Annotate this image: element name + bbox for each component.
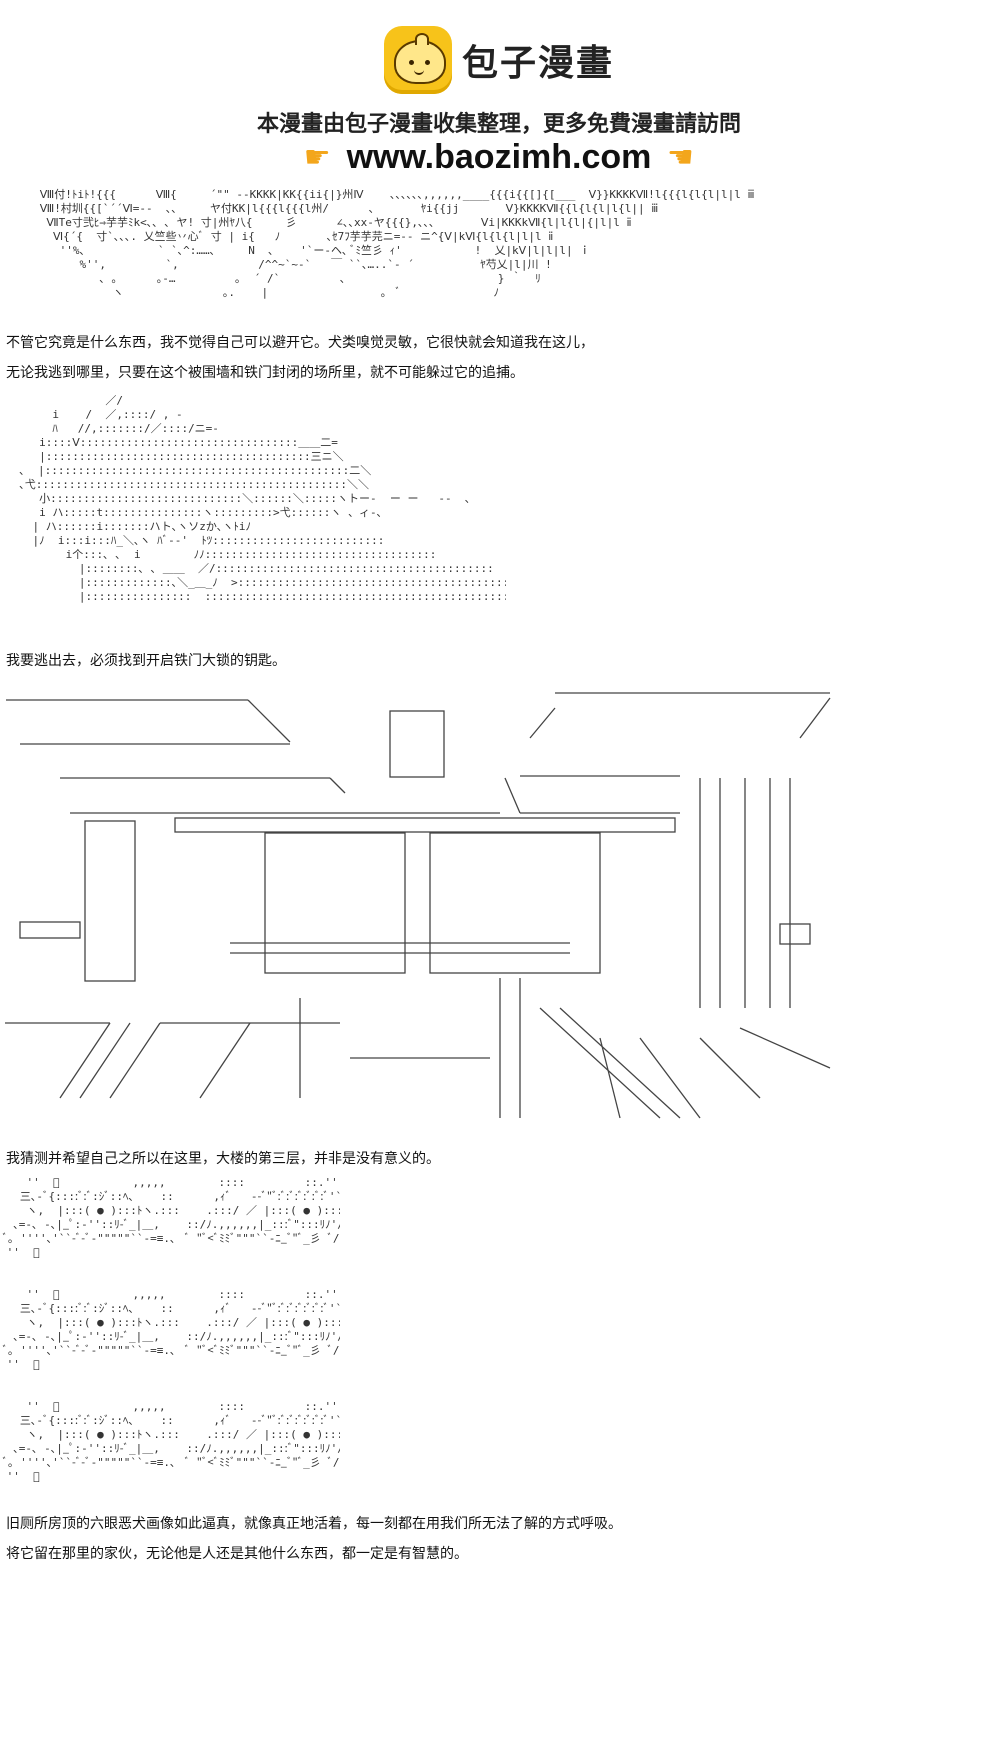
story-line: 我要逃出去，必须找到开启铁门大锁的钥匙。 <box>6 653 286 669</box>
ascii-art-six-eyes: '' ﾞ ,,,,, :::: ::.'' ､~- 三､‐ﾞ{::::ﾞ:ﾞ:ｼ… <box>0 1400 340 1483</box>
bun-mascot-icon <box>383 26 452 94</box>
brand-name: 包子漫畫 <box>461 43 614 84</box>
banner-tagline: 本漫畫由包子漫畫收集整理，更多免費漫畫請訪問 <box>256 112 741 137</box>
ascii-art-six-eyes: '' ﾞ ,,,,, :::: ::.'' ､~- 三､‐ﾞ{::::ﾞ:ﾞ:ｼ… <box>0 1288 340 1371</box>
site-url-link[interactable]: www.baozimh.com <box>346 138 652 176</box>
pointing-hand-icon: ☛ <box>303 139 331 175</box>
gate-perspective-lines <box>0 390 998 630</box>
pointing-hand-icon: ☛ <box>667 139 695 175</box>
story-line: 不管它究竟是什么东西，我不觉得自己可以避开它。犬类嗅觉灵敏，它很快就会知道我在这… <box>6 335 594 351</box>
ascii-art-top: Ⅷ付!ﾄiﾄ!{{{ Ⅷ{ ´"" ‐‐KKKK|KK{{ii{|}州Ⅳ ､､､… <box>39 188 755 299</box>
story-line: 我猜测并希望自己之所以在这里，大楼的第三层，并非是没有意义的。 <box>6 1151 440 1167</box>
brand-row[interactable]: 包子漫畫 <box>0 22 998 98</box>
story-line: 将它留在那里的家伙，无论他是人还是其他什么东西，都一定是有智慧的。 <box>6 1546 468 1562</box>
ascii-art-six-eyes: '' ﾞ ,,,,, :::: ::.'' ､~- 三､‐ﾞ{::::ﾞ:ﾞ:ｼ… <box>0 1176 340 1259</box>
story-line: 旧厕所房顶的六眼恶犬画像如此逼真，就像真正地活着，每一刻都在用我们所无法了解的方… <box>6 1516 622 1532</box>
story-line: 无论我逃到哪里，只要在这个被围墙和铁门封闭的场所里，就不可能躲过它的追捕。 <box>6 365 524 381</box>
comic-page: Ⅷ付!ﾄiﾄ!{{{ Ⅷ{ ´"" ‐‐KKKK|KK{{ii{|}州Ⅳ ､､､… <box>0 188 998 1743</box>
ascii-art-bathroom-scene <box>5 692 831 1119</box>
url-row[interactable]: ☛ www.baozimh.com ☛ <box>0 138 998 177</box>
ascii-art-gate-figure: ／/ i / ／,::::/ , - ﾊ //,:::::::/／::::/ニ=… <box>19 394 506 603</box>
site-banner: 包子漫畫 本漫畫由包子漫畫收集整理，更多免費漫畫請訪問 ☛ www.baozim… <box>0 0 998 200</box>
